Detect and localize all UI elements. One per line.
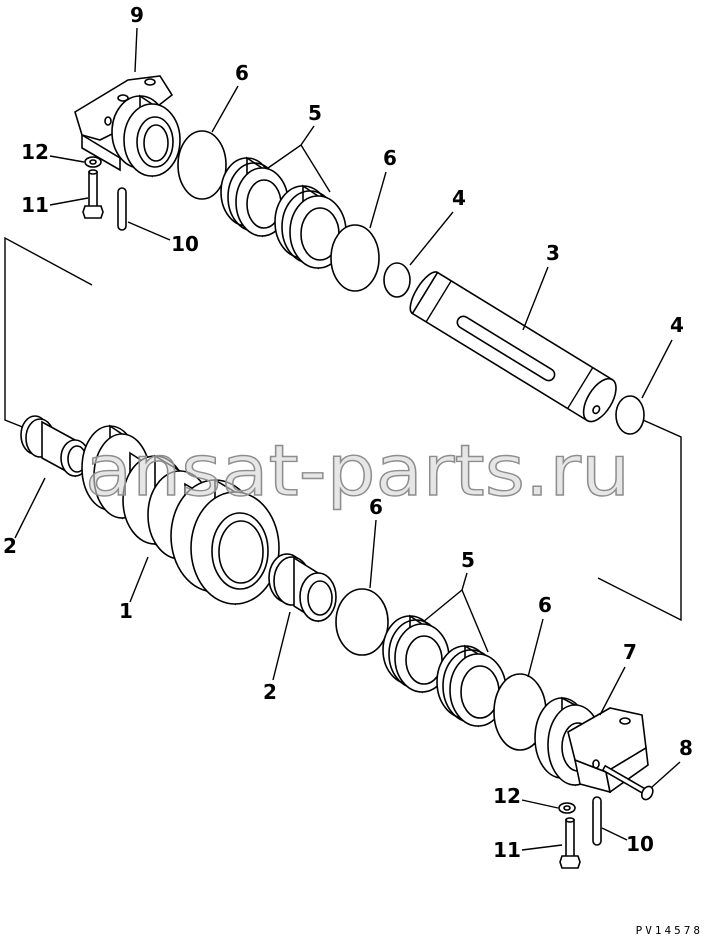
part-1-track-roller (81, 424, 280, 606)
leader-lines (14, 27, 681, 851)
callout-11-a: 11 (21, 193, 49, 217)
part-11-bolt-top (82, 169, 104, 219)
part-2-bushing-2 (268, 553, 337, 623)
part-12-washer-bottom (558, 802, 576, 814)
callout-9: 9 (130, 3, 144, 27)
part-11-bolt-bottom (559, 817, 581, 869)
callout-7: 7 (623, 640, 637, 664)
callout-12-b: 12 (493, 784, 521, 808)
callout-5-a: 5 (308, 101, 322, 125)
callout-6-d: 6 (538, 593, 552, 617)
callout-10-a: 10 (171, 232, 199, 256)
callout-10-b: 10 (626, 832, 654, 856)
part-10-pin-bottom (592, 796, 602, 846)
callout-labels: 9 6 5 6 4 3 4 12 11 10 2 1 6 5 2 6 7 8 1… (3, 3, 693, 862)
part-2-bushing-1 (20, 415, 90, 478)
callout-5-b: 5 (461, 548, 475, 572)
part-9-bracket (74, 75, 181, 178)
callout-3: 3 (546, 241, 560, 265)
drawing-code: PV14578 (636, 924, 703, 937)
callout-11-b: 11 (493, 838, 521, 862)
part-4-o-ring-1 (383, 262, 411, 298)
part-5-floating-seal-4 (436, 644, 507, 728)
callout-6-a: 6 (235, 61, 249, 85)
part-8-set-screw (601, 764, 654, 801)
callout-12-a: 12 (21, 140, 49, 164)
part-7-bracket (534, 696, 649, 794)
callout-2-a: 2 (3, 534, 17, 558)
part-3-shaft (409, 271, 617, 423)
part-4-o-ring-2 (615, 395, 645, 435)
watermark-text: ansat-parts.ru (85, 430, 630, 512)
part-6-o-ring-1 (177, 130, 227, 200)
callout-4-b: 4 (670, 313, 684, 337)
part-6-o-ring-3 (335, 588, 389, 656)
part-6-o-ring-2 (330, 224, 380, 292)
callout-8: 8 (679, 736, 693, 760)
callout-6-c: 6 (369, 495, 383, 519)
part-5-floating-seal-3 (382, 614, 450, 694)
callout-2-b: 2 (263, 680, 277, 704)
callout-1: 1 (119, 599, 133, 623)
assembly-axis-lines (4, 236, 682, 622)
callout-4-a: 4 (452, 186, 466, 210)
callout-6-b: 6 (383, 146, 397, 170)
part-10-pin-top (117, 187, 127, 231)
part-12-washer-top (84, 156, 102, 168)
